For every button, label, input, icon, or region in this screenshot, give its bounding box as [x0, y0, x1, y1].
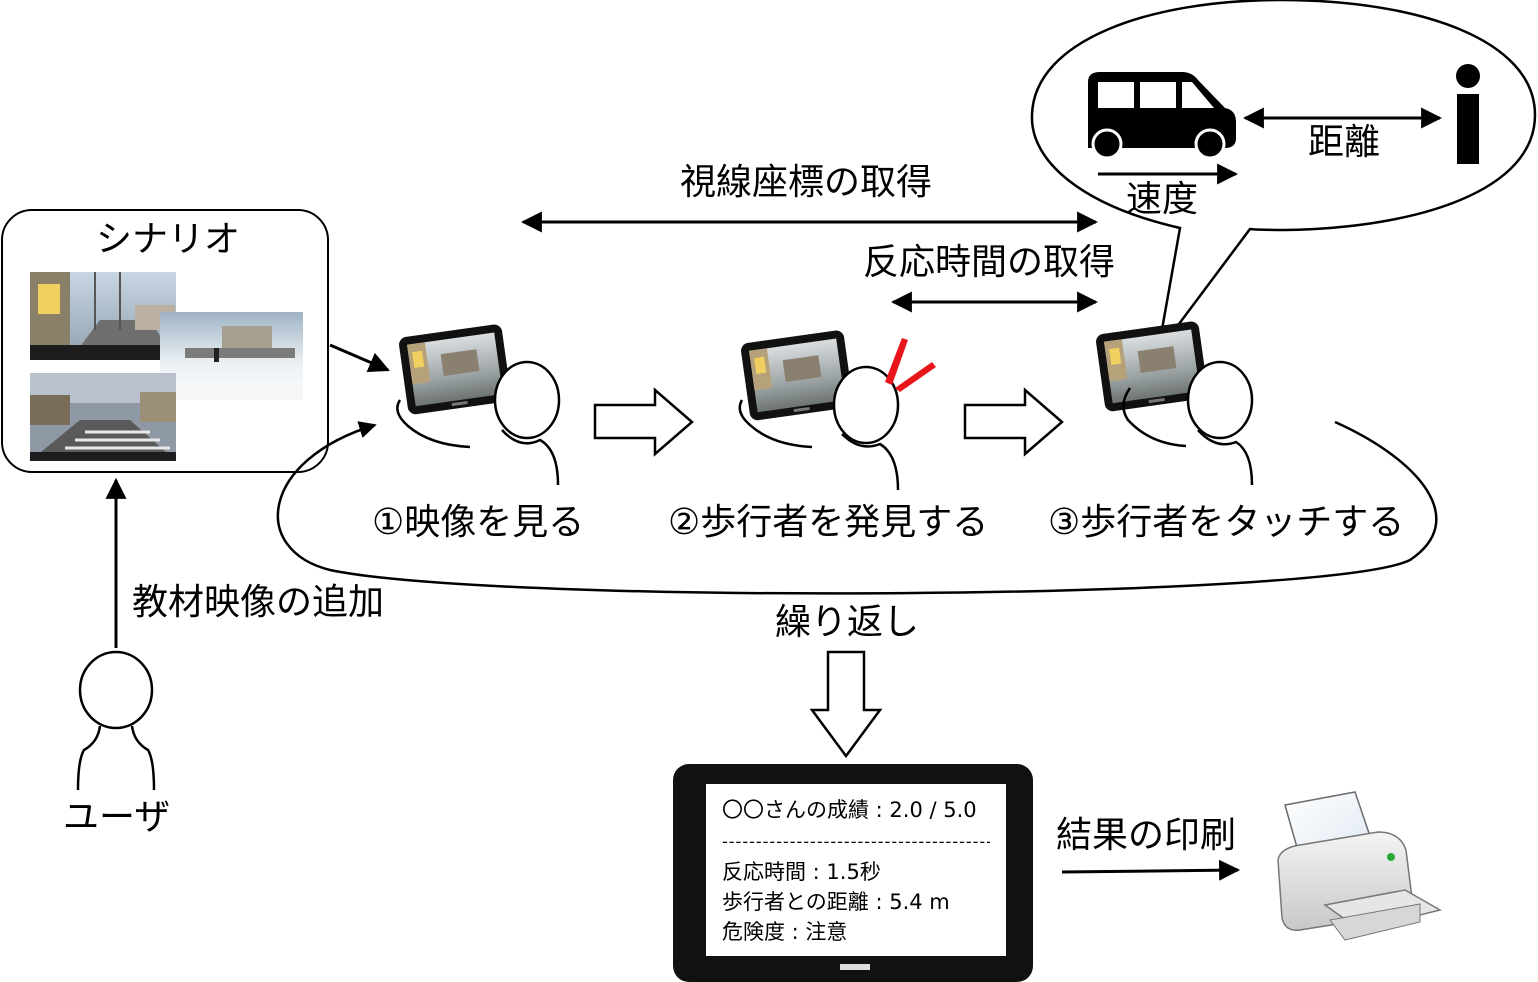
repeat-loop	[276, 420, 1438, 595]
step1-label: ①映像を見る	[372, 502, 585, 543]
print-label: 結果の印刷	[1056, 815, 1237, 856]
scenario-title: シナリオ	[96, 219, 241, 260]
step2-label: ②歩行者を発見する	[668, 502, 989, 543]
repeat-to-result-arrow	[809, 650, 883, 759]
result-divider: ----------------------------------------…	[722, 834, 990, 850]
speech-bubble	[1030, 0, 1537, 353]
speed-label: 速度	[1126, 179, 1199, 220]
result-score: 〇〇さんの成績 : 2.0 / 5.0	[722, 798, 977, 822]
alert-mark-icon	[885, 338, 936, 392]
car-icon	[1088, 72, 1236, 160]
user-icon	[76, 650, 156, 791]
scenario-box	[1, 209, 329, 473]
gaze-label: 視線座標の取得	[680, 162, 933, 203]
step3-figure	[1096, 321, 1254, 486]
result-distance: 歩行者との距離 : 5.4 m	[722, 890, 950, 914]
add-video-label: 教材映像の追加	[132, 582, 385, 623]
scenario-photo-crossing	[30, 373, 176, 461]
step2-figure	[738, 330, 936, 491]
printer-icon	[1277, 791, 1442, 941]
reaction-label: 反応時間の取得	[863, 242, 1116, 283]
result-reaction: 反応時間 : 1.5秒	[722, 860, 881, 884]
step1-to-step2-arrow	[593, 387, 694, 457]
pedestrian-icon	[1456, 64, 1480, 164]
result-risk: 危険度 : 注意	[722, 920, 848, 944]
print-arrow	[1061, 859, 1241, 881]
repeat-label: 繰り返し	[775, 602, 920, 643]
scenario-photo-snow	[160, 312, 303, 400]
step1-figure	[396, 324, 561, 486]
distance-label: 距離	[1308, 122, 1381, 163]
step3-label: ③歩行者をタッチする	[1048, 502, 1405, 543]
scenario-to-step1-arrow	[329, 343, 390, 373]
user-label: ユーザ	[63, 797, 171, 838]
tablet-icon	[673, 764, 1033, 982]
step2-to-step3-arrow	[963, 387, 1064, 457]
scenario-photo-street	[30, 272, 176, 360]
